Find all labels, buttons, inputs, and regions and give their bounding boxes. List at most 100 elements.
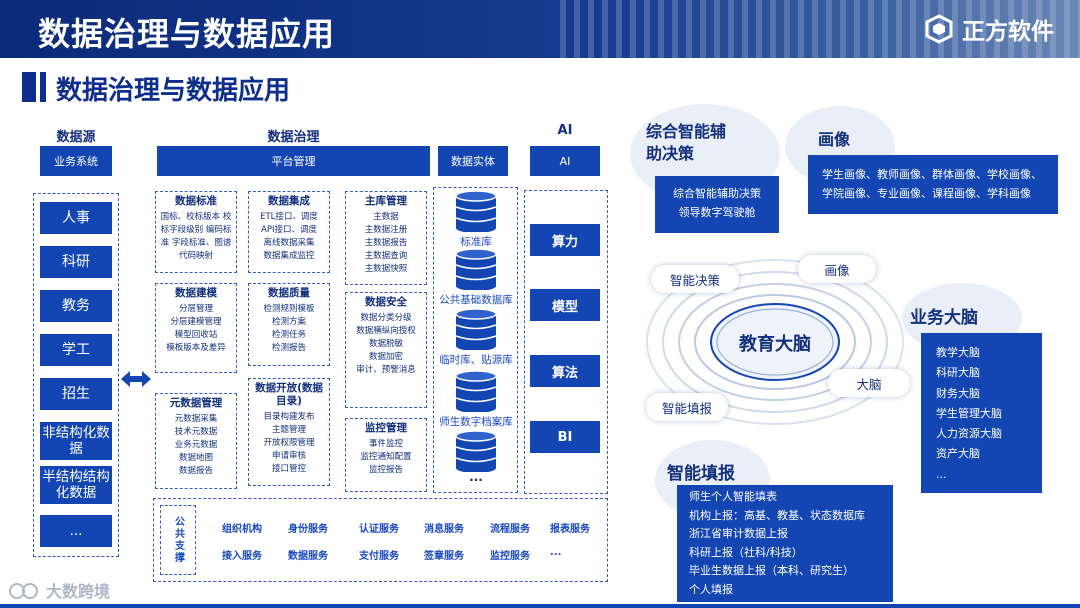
governance-module: 数据开放(数据目录)目录构建发布主题管理开放权限管理申请审核接口管控: [248, 378, 330, 486]
database-icon: [455, 248, 497, 290]
datasource-item[interactable]: 学工: [40, 334, 112, 366]
filling-item: 个人填报: [689, 582, 733, 596]
module-item: 模型回收站: [174, 330, 218, 340]
module-title: 数据建模: [175, 287, 217, 299]
database-icon: [455, 370, 497, 412]
footer-band: [0, 604, 1080, 608]
subheader-marker: [22, 72, 36, 102]
public-service[interactable]: 报表服务: [550, 524, 590, 535]
module-title: 数据开放(数据目录): [255, 382, 323, 407]
public-support-frame: [153, 498, 608, 582]
public-service[interactable]: 认证服务: [359, 524, 399, 535]
ai-item[interactable]: 算力: [530, 224, 600, 256]
datasource-item[interactable]: 科研: [40, 246, 112, 278]
module-title: 主库管理: [365, 195, 407, 207]
public-service[interactable]: 支付服务: [359, 551, 399, 562]
public-service[interactable]: 数据服务: [288, 551, 328, 562]
entity-bar: 数据实体: [438, 146, 508, 176]
datasource-item[interactable]: 半结构结构化数据: [40, 466, 112, 504]
module-title: 数据集成: [268, 195, 310, 207]
public-service[interactable]: 身份服务: [288, 524, 328, 535]
pill-brain: 大脑: [828, 369, 910, 397]
entity-label: ...: [469, 470, 483, 484]
database-icon: [455, 190, 497, 232]
watermark: 大数跨境: [8, 578, 110, 602]
database-icon: [455, 308, 497, 350]
business-item: 人力资源大脑: [936, 427, 1002, 441]
pill-smart-decision: 智能决策: [651, 265, 739, 293]
public-support-label-box: 公共支撑: [160, 505, 196, 575]
ai-title: AI: [557, 123, 573, 138]
public-service[interactable]: 监控服务: [490, 551, 530, 562]
entity-item: ...: [436, 430, 516, 490]
module-item: 主数据报告: [364, 238, 408, 248]
public-service[interactable]: 消息服务: [424, 524, 464, 535]
entity-item: 师生数字档案库: [436, 370, 516, 430]
public-service[interactable]: 组织机构: [222, 524, 262, 535]
module-item: 开放权限管理: [263, 438, 315, 448]
module-item: 检测报告: [271, 343, 306, 353]
entity-item: 公共基础数据库: [436, 248, 516, 308]
module-item: 审计、预警消息: [356, 365, 416, 375]
public-service[interactable]: 签章服务: [424, 551, 464, 562]
datasource-bar: 业务系统: [40, 146, 112, 176]
business-item: 科研大脑: [936, 366, 980, 380]
ai-item[interactable]: 算法: [530, 355, 600, 387]
governance-module: 数据安全数据分类分级数据横纵向授权数据脱敏数据加密审计、预警消息: [345, 292, 427, 408]
module-item: 检测方案: [271, 317, 306, 327]
module-item: 数据分类分级: [360, 313, 412, 323]
public-service[interactable]: ...: [550, 547, 562, 558]
entity-label: 师生数字档案库: [439, 416, 513, 428]
module-item: 事件监控: [368, 439, 403, 449]
module-title: 数据质量: [268, 287, 310, 299]
governance-module: 元数据管理元数据采集技术元数据业务元数据数据地图数据报告: [155, 393, 237, 489]
business-item: 学生管理大脑: [936, 406, 1002, 420]
subheader-marker-thin: [40, 72, 46, 102]
filling-item: 机构上报：高基、教基、状态数据库: [689, 508, 865, 522]
public-service[interactable]: 接入服务: [222, 551, 262, 562]
logo-icon: [925, 14, 953, 44]
entity-label: 标准库: [460, 236, 492, 248]
header-title: 数据治理与数据应用: [38, 15, 336, 53]
watermark-text: 大数跨境: [46, 582, 111, 601]
ai-frame: [524, 190, 608, 494]
module-item: 数据地图: [178, 453, 213, 463]
business-card: 教学大脑科研大脑财务大脑学生管理大脑人力资源大脑资产大脑...: [921, 333, 1042, 493]
datasource-item[interactable]: ...: [40, 515, 112, 547]
governance-module: 数据标准国标、校标版本 校标字段级别 编码标准 字段标准、图谱代码映射: [155, 191, 237, 273]
decision-line-1: 综合智能辅助决策: [673, 187, 761, 200]
double-arrow-icon: [121, 371, 151, 387]
logo-text: 正方软件: [962, 19, 1054, 45]
public-service[interactable]: 流程服务: [490, 524, 530, 535]
module-item: API接口、调度: [261, 225, 317, 235]
datasource-item[interactable]: 非结构化数据: [40, 422, 112, 460]
module-item: 主题管理: [271, 425, 306, 435]
entity-item: 临时库、贴源库: [436, 308, 516, 368]
ai-item[interactable]: BI: [530, 421, 600, 453]
governance-module: 监控管理事件监控监控通知配置监控报告: [345, 418, 427, 492]
business-item: 财务大脑: [936, 386, 980, 400]
datasource-item[interactable]: 人事: [40, 202, 112, 234]
business-title: 业务大脑: [910, 308, 978, 328]
education-brain-rings: [646, 259, 904, 425]
datasource-item[interactable]: 教务: [40, 290, 112, 322]
module-item: 申请审核: [271, 451, 306, 461]
module-item: 数据横纵向授权: [356, 326, 416, 336]
company-logo: 正方软件: [924, 12, 1054, 46]
module-item: 检测任务: [271, 330, 306, 340]
entity-frame: [433, 187, 518, 493]
entity-label: 临时库、贴源库: [439, 354, 513, 366]
governance-title: 数据治理: [267, 130, 320, 145]
ai-item[interactable]: 模型: [530, 289, 600, 321]
pill-smart-filling: 智能填报: [646, 393, 728, 421]
datasource-item[interactable]: 招生: [40, 378, 112, 410]
filling-title: 智能填报: [667, 464, 735, 484]
module-item: 数据脱敏: [368, 339, 403, 349]
module-item: 离线数据采集: [263, 238, 315, 248]
module-item: 接口管控: [271, 464, 306, 474]
module-item: 技术元数据: [174, 427, 218, 437]
entity-item: 标准库: [436, 190, 516, 250]
datasource-title: 数据源: [56, 130, 96, 145]
public-support-label: 公共支撑: [172, 516, 184, 564]
